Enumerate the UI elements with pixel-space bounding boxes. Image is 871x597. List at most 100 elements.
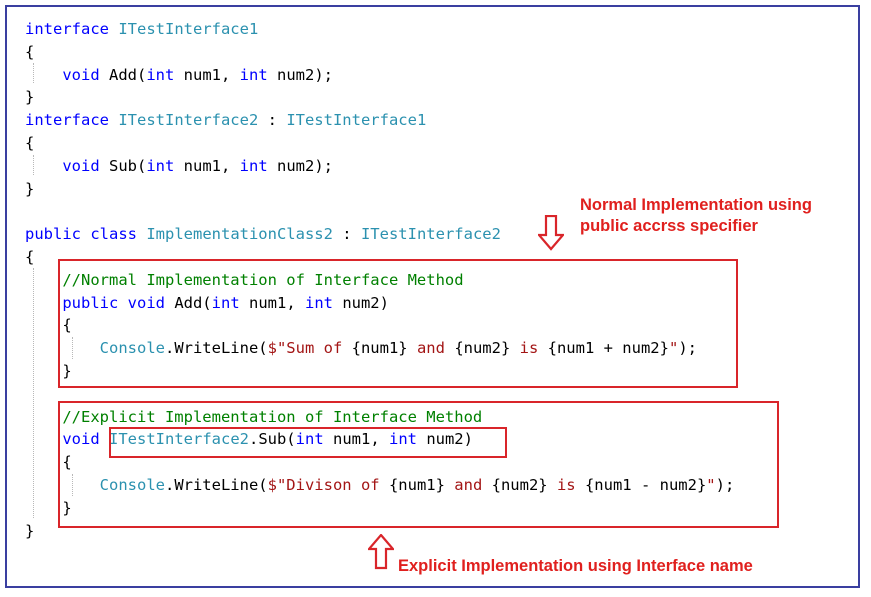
code-token: ITestInterface2 [360,225,501,244]
code-token: {num2} [454,339,511,358]
down-arrow-icon [538,215,564,251]
code-token: num2); [267,65,333,84]
code-token: num1, [174,156,240,175]
code-token: $"Divison of [267,475,389,494]
code-line: void Sub(int num1, int num2); [25,155,734,178]
code-token: .WriteLine( [164,339,268,358]
code-token: { [25,247,35,266]
code-token: num2) [416,430,473,449]
code-line: void ITestInterface2.Sub(int num1, int n… [25,428,734,451]
code-token: is [510,339,548,358]
code-token: num2) [332,293,389,312]
code-token: Add( [164,293,212,312]
code-token: int [239,156,268,175]
normal-implementation-annotation: Normal Implementation using public accrs… [580,196,812,235]
code-token [25,408,62,426]
code-token: int [211,293,240,312]
code-token: {num1 - num2} [584,475,707,494]
code-token: Console [99,475,165,494]
code-line: //Normal Implementation of Interface Met… [25,269,734,292]
indent-guide [72,474,73,496]
code-line: { [25,246,734,269]
code-line: } [25,86,734,109]
explicit-implementation-highlight [58,401,779,528]
code-token: Console [99,339,165,358]
code-line: { [25,41,734,64]
code-editor: interface ITestInterface1{ void Add(int … [25,18,734,542]
code-token: //Normal Implementation of Interface Met… [62,270,464,289]
indent-guide [33,268,34,518]
code-token: ImplementationClass2 [146,225,333,244]
code-token: " [706,475,716,494]
explicit-implementation-annotation: Explicit Implementation using Interface … [398,557,753,575]
code-token [25,430,62,448]
code-token: public void [62,293,165,312]
code-token: } [25,88,35,107]
code-token: { [25,133,35,152]
code-token: { [25,316,72,335]
indent-guide [33,155,34,175]
code-token: .WriteLine( [164,475,268,494]
code-token: {num1} [388,475,445,494]
code-token: ); [715,475,735,494]
code-line: void Add(int num1, int num2); [25,64,734,87]
code-token: ITestInterface1 [286,111,427,130]
code-line: interface ITestInterface2 : ITestInterfa… [25,109,734,132]
code-token: num1, [323,430,389,449]
code-line: public void Add(int num1, int num2) [25,292,734,315]
code-line: } [25,360,734,383]
code-token [25,157,62,175]
code-token: ); [678,339,697,358]
code-token: {num2} [491,475,548,494]
code-token: : [332,225,361,244]
code-token: $"Sum of [267,339,352,358]
code-line: { [25,132,734,155]
code-line: public class ImplementationClass2 : ITes… [25,223,734,246]
code-token: void [62,156,100,175]
code-token: interface [25,20,119,38]
code-token: } [25,521,35,540]
up-arrow-icon [368,534,394,570]
code-token: int [146,156,175,175]
code-line: { [25,314,734,337]
code-token: ITestInterface1 [118,20,259,38]
code-token: : [258,111,287,130]
code-token: .Sub( [248,430,296,449]
code-line: interface ITestInterface1 [25,18,734,41]
code-token: int [304,293,333,312]
code-frame [5,5,860,588]
code-token: public class [25,225,147,244]
code-token: ITestInterface2 [109,430,249,449]
code-token: and [407,339,455,358]
code-token: void [62,65,100,84]
code-token: Sub( [99,156,147,175]
code-token: int [388,430,417,449]
code-token [25,294,62,312]
code-token: } [25,179,35,198]
code-line: } [25,178,734,201]
code-token: num2); [267,156,333,175]
code-token: { [25,453,72,472]
code-token: } [25,498,72,517]
code-token: {num1 + num2} [547,339,669,358]
code-token: interface [25,111,119,130]
code-line: Console.WriteLine($"Sum of {num1} and {n… [25,337,734,360]
code-token: " [668,339,679,358]
code-line: } [25,520,734,543]
normal-implementation-highlight [58,259,738,388]
code-token: and [444,475,492,494]
code-token: num1, [174,65,240,84]
code-token: int [295,430,324,449]
indent-guide [72,337,73,359]
code-token: num1, [239,293,305,312]
code-token [25,271,62,289]
code-token: void [62,430,100,449]
indent-guide [33,63,34,83]
code-token: is [547,475,585,494]
code-token: int [146,65,175,84]
code-token: int [239,65,268,84]
code-line: //Explicit Implementation of Interface M… [25,406,734,429]
code-token: } [25,361,72,380]
code-line: Console.WriteLine($"Divison of {num1} an… [25,474,735,497]
code-token: { [25,42,35,61]
